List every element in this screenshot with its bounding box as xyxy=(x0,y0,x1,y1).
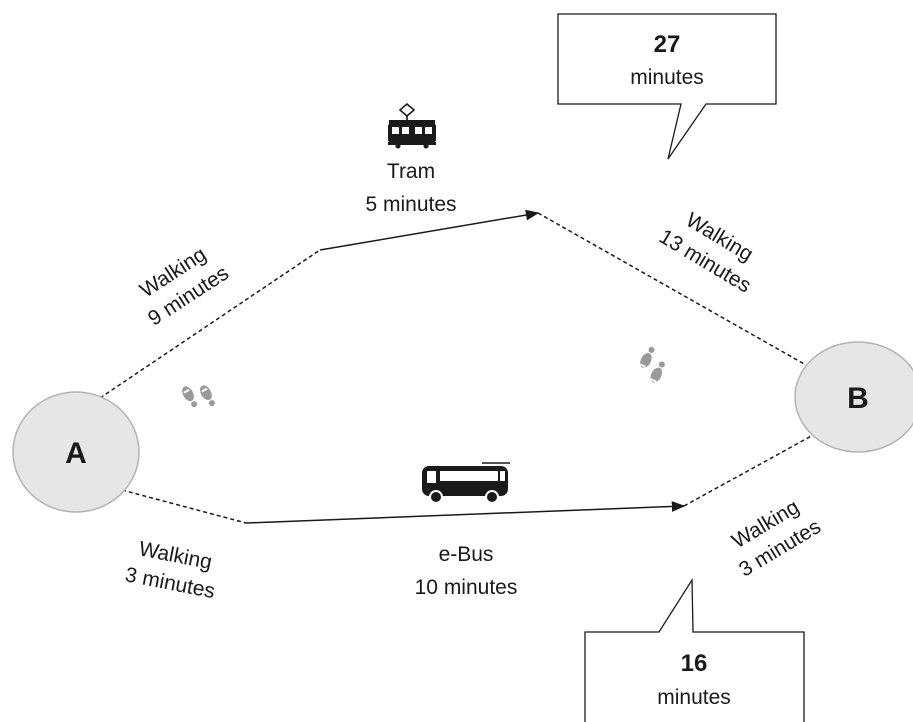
ebus-label: e-Bus 10 minutes xyxy=(415,543,518,599)
svg-text:Tram: Tram xyxy=(387,160,435,183)
tram-line xyxy=(319,209,540,251)
ebus-line xyxy=(245,501,686,524)
bus-icon xyxy=(422,462,510,504)
walk-a-bottom-label: Walking 3 minutes xyxy=(123,537,217,603)
footprints-icon xyxy=(182,385,215,408)
walk-a-bottom-line xyxy=(121,489,247,524)
node-b: B xyxy=(794,341,913,453)
callout-bottom-unit: minutes xyxy=(657,686,731,709)
walk-b-bottom-label: Walking 3 minutes xyxy=(728,495,825,581)
callout-total-tram: 27 minutes xyxy=(557,13,777,160)
walk-a-top-line xyxy=(99,249,321,399)
callout-total-bus: 16 minutes xyxy=(584,577,805,722)
callout-bottom-value: 16 xyxy=(681,650,708,677)
node-b-label: B xyxy=(847,382,869,415)
svg-text:5 minutes: 5 minutes xyxy=(365,193,456,216)
callout-top-value: 27 xyxy=(654,31,681,58)
footprints-icon xyxy=(639,346,665,383)
walk-b-top-line xyxy=(537,212,807,366)
walk-b-top-label: Walking 13 minutes xyxy=(655,208,757,297)
tram-label: Tram 5 minutes xyxy=(365,160,456,216)
node-a: A xyxy=(12,391,140,513)
walk-a-top-label: Walking 9 minutes xyxy=(136,243,233,331)
node-a-label: A xyxy=(65,437,87,470)
walk-b-bottom-line xyxy=(683,433,816,507)
svg-text:e-Bus: e-Bus xyxy=(439,543,494,566)
tram-icon xyxy=(388,102,436,149)
svg-text:10 minutes: 10 minutes xyxy=(415,576,518,599)
callout-top-unit: minutes xyxy=(630,66,704,89)
